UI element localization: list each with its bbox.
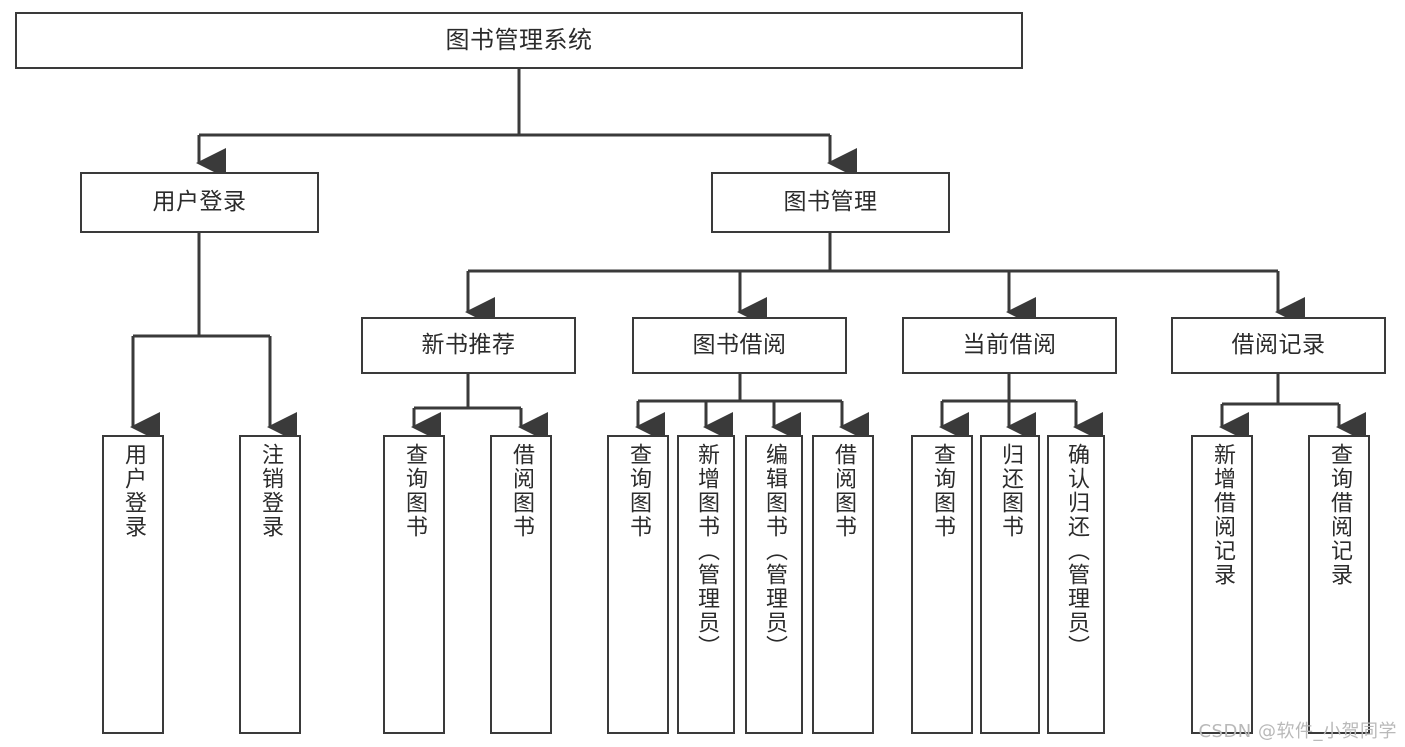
leaf-add-book-admin[interactable]: 新增图书（管理员）: [677, 435, 735, 734]
node-label: 编辑图书（管理员）: [761, 443, 787, 659]
leaf-query-book-recommend[interactable]: 查询图书: [383, 435, 445, 734]
node-label: 新书推荐: [421, 332, 516, 359]
node-label: 当前借阅: [962, 332, 1057, 359]
node-user-login[interactable]: 用户登录: [80, 172, 319, 233]
leaf-logout[interactable]: 注销登录: [239, 435, 301, 734]
node-book-management[interactable]: 图书管理: [711, 172, 950, 233]
node-new-book-recommend[interactable]: 新书推荐: [361, 317, 576, 374]
node-label: 借阅图书: [508, 443, 534, 539]
leaf-return-book[interactable]: 归还图书: [980, 435, 1040, 734]
node-label: 查询图书: [625, 443, 651, 539]
node-book-borrow[interactable]: 图书借阅: [632, 317, 847, 374]
csdn-watermark: CSDN @软件_小贺同学: [1198, 721, 1397, 742]
node-label: 注销登录: [257, 443, 283, 539]
node-label: 归还图书: [997, 443, 1023, 539]
leaf-user-login[interactable]: 用户登录: [102, 435, 164, 734]
node-label: 用户登录: [152, 189, 247, 216]
node-label: 确认归还（管理员）: [1063, 443, 1089, 659]
leaf-query-book-current[interactable]: 查询图书: [911, 435, 973, 734]
leaf-add-borrow-record[interactable]: 新增借阅记录: [1191, 435, 1253, 734]
leaf-edit-book-admin[interactable]: 编辑图书（管理员）: [745, 435, 803, 734]
leaf-confirm-return-admin[interactable]: 确认归还（管理员）: [1047, 435, 1105, 734]
node-label: 图书管理系统: [445, 25, 593, 54]
node-label: 借阅图书: [830, 443, 856, 539]
node-label: 查询图书: [401, 443, 427, 539]
node-label: 图书管理: [783, 189, 878, 216]
node-label: 新增借阅记录: [1209, 443, 1235, 587]
leaf-query-borrow-record[interactable]: 查询借阅记录: [1308, 435, 1370, 734]
node-label: 查询借阅记录: [1326, 443, 1352, 587]
node-current-borrow[interactable]: 当前借阅: [902, 317, 1117, 374]
leaf-borrow-book-borrow[interactable]: 借阅图书: [812, 435, 874, 734]
node-borrow-record[interactable]: 借阅记录: [1171, 317, 1386, 374]
node-label: 用户登录: [120, 443, 146, 539]
node-label: 图书借阅: [692, 332, 787, 359]
node-root-system[interactable]: 图书管理系统: [15, 12, 1023, 69]
node-label: 借阅记录: [1231, 332, 1326, 359]
leaf-borrow-book-recommend[interactable]: 借阅图书: [490, 435, 552, 734]
leaf-query-book-borrow[interactable]: 查询图书: [607, 435, 669, 734]
node-label: 查询图书: [929, 443, 955, 539]
node-label: 新增图书（管理员）: [693, 443, 719, 659]
